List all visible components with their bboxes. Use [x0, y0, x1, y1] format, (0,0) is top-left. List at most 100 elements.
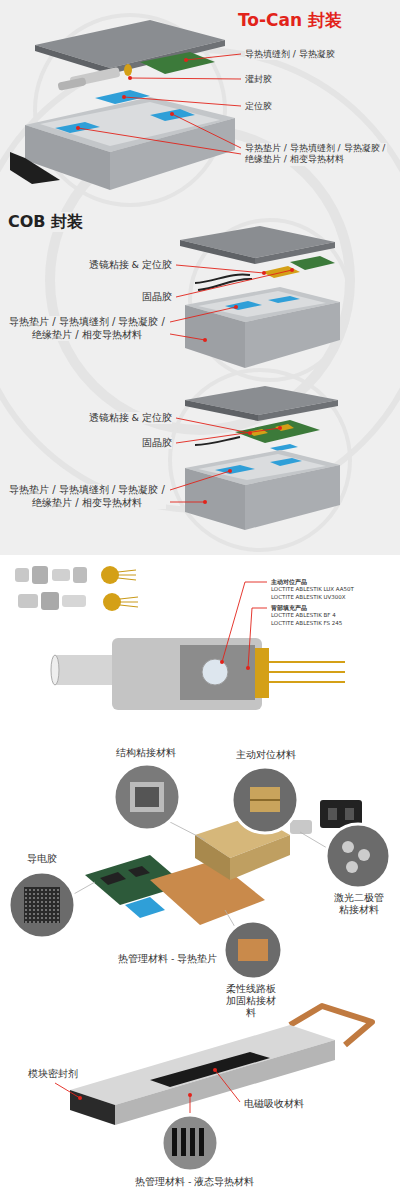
leader-dot: [234, 305, 238, 309]
leader-line: [190, 1095, 191, 1113]
material-label: 导热垫片 / 导热填缝剂 / 导热凝胶 / 绝缘垫片 / 相变导热材料: [8, 316, 166, 341]
zoom-circle: [9, 872, 75, 938]
section-heading: COB 封装: [8, 212, 83, 232]
part-sleeve: [41, 592, 59, 610]
leader-dot: [248, 431, 252, 435]
zoom-detail: [130, 782, 164, 812]
ferrule: [51, 655, 59, 685]
leader-lines: [78, 54, 241, 154]
leader-dot: [184, 58, 188, 62]
zoom-detail: [250, 799, 280, 801]
connector-hole: [345, 808, 354, 820]
material-label: 定位胶: [245, 101, 272, 112]
material-label: 主动对位材料: [236, 749, 296, 761]
part-sleeve: [62, 595, 86, 607]
leader-line: [172, 114, 241, 148]
leader-line: [170, 334, 205, 340]
housing-front: [185, 305, 245, 368]
zoom-circle: [224, 921, 282, 979]
tocan-header: [103, 593, 121, 611]
material-label: 激光二极管 粘接材料: [334, 892, 384, 916]
leader-line: [176, 428, 280, 443]
zoom-circle: [9, 872, 75, 938]
thermal-pad: [268, 296, 300, 303]
lid-edge: [185, 400, 258, 421]
leader-dot: [188, 1093, 192, 1097]
product-name: LOCTITE ABLESTIK BF 4: [271, 612, 336, 619]
module-lid: [180, 226, 335, 258]
leader-lines: [170, 418, 280, 502]
leader-dot: [246, 666, 250, 670]
decor-rings: [0, 15, 400, 550]
zoom-detail: [135, 787, 159, 807]
ball-lens: [202, 659, 228, 685]
tocan-parts: [15, 566, 138, 611]
material-label: 结构粘接材料: [116, 747, 176, 759]
leader-line: [176, 270, 292, 297]
material-label: 电磁吸收材料: [244, 1098, 304, 1110]
leader-dots: [220, 660, 250, 670]
leader-lines: [222, 582, 267, 668]
leader-line: [170, 471, 230, 490]
housing-side: [110, 118, 235, 190]
zoom-circle: [224, 921, 282, 979]
material-label: 导热垫片 / 导热填缝剂 / 导热凝胶 / 绝缘垫片 / 相变导热材料: [8, 484, 166, 509]
leader-line: [222, 582, 267, 662]
material-label: 灌封胶: [245, 74, 272, 85]
product-name: LOCTITE ABLESTIK FS 245: [271, 620, 342, 627]
tocan-pins: [118, 570, 136, 580]
zoom-detail: [238, 939, 268, 961]
fiber-tube: [55, 655, 115, 685]
thermal-pad: [55, 122, 100, 133]
part-sleeve: [32, 566, 48, 584]
thermal-pad: [150, 109, 195, 121]
product-name: LOCTITE ABLESTIK LUX AA50T: [271, 586, 354, 593]
material-label: 透镜粘接 & 定位胶: [89, 259, 172, 271]
material-label: 透镜粘接 & 定位胶: [89, 412, 172, 424]
cutaway: [180, 645, 255, 700]
zoom-circle: [326, 824, 390, 888]
zoom-circle: [162, 1115, 218, 1171]
tocan-barrel: [57, 77, 86, 91]
leader-line: [124, 97, 241, 106]
decor-ring: [170, 370, 350, 550]
product-name: LOCTITE ABLESTIK UV300X: [271, 594, 346, 601]
material-label: 导电胶: [27, 853, 57, 865]
leader-line: [55, 1083, 80, 1098]
lid-edge: [258, 400, 338, 421]
tocan-header: [101, 566, 119, 584]
material-label: 热管理材料 - 导热垫片: [118, 953, 217, 965]
part-sleeve: [18, 594, 38, 608]
leader-dot: [128, 76, 132, 80]
thermal-pad: [215, 465, 255, 474]
heat-fin: [190, 1128, 195, 1156]
decor-ring: [0, 50, 400, 510]
zoom-lines: [72, 822, 327, 927]
chip: [275, 424, 294, 431]
heat-fin: [199, 1128, 204, 1156]
leader-dot: [203, 500, 207, 504]
part-sleeve: [52, 569, 70, 581]
leader-lines: [55, 1070, 240, 1113]
leader-line: [170, 307, 236, 322]
connector-hole: [328, 808, 337, 820]
zoom-line: [72, 882, 95, 895]
leader-dot: [213, 1068, 217, 1072]
product-heading: 主动对位产品: [271, 578, 307, 586]
tocan-pins: [120, 597, 138, 607]
tocan-module: [10, 20, 235, 190]
leader-line: [248, 608, 267, 668]
leader-dot: [203, 338, 207, 342]
lid-edge: [35, 45, 110, 74]
thermal-pad: [270, 444, 298, 451]
material-label: 导热填缝剂 / 导热凝胶: [245, 49, 335, 60]
leader-line: [130, 78, 241, 79]
zoom-line: [300, 832, 327, 848]
leader-dot: [170, 112, 174, 116]
lid-edge: [180, 240, 255, 264]
leader-line: [215, 1070, 240, 1102]
housing-front: [185, 468, 245, 530]
transceiver: [70, 1006, 372, 1125]
zoom-circle: [326, 824, 390, 888]
